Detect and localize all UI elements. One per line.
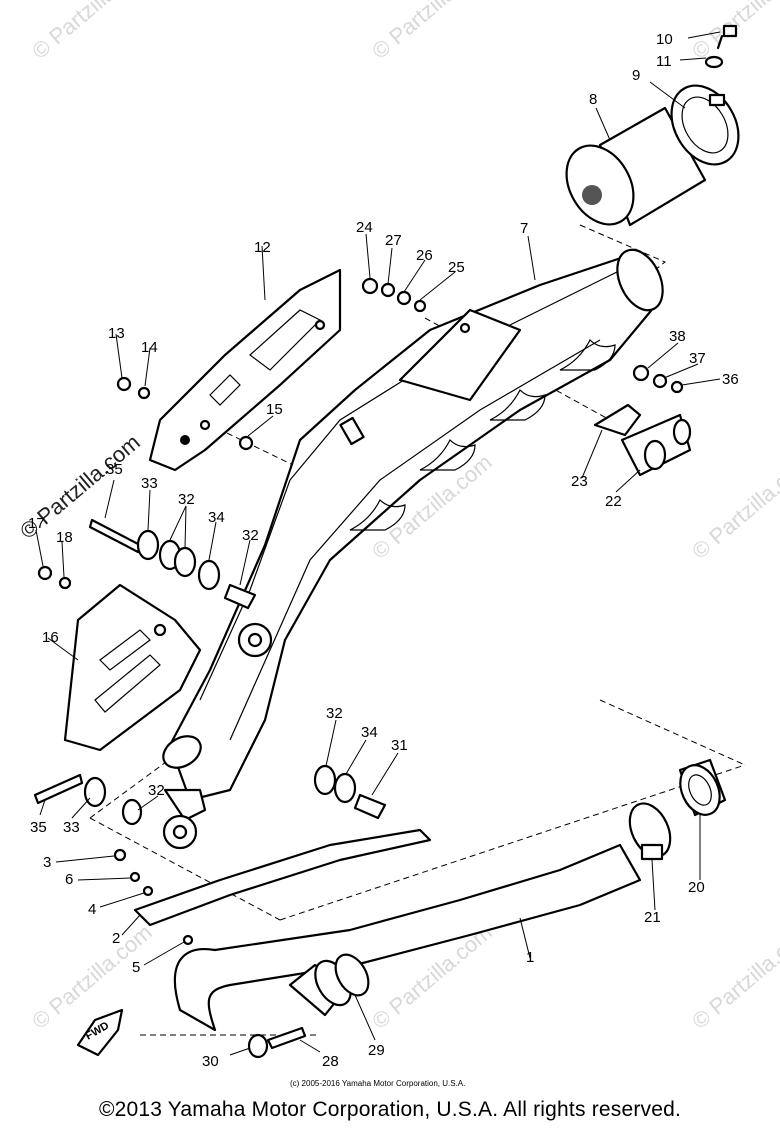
callout-17: 17 bbox=[28, 515, 45, 532]
callout-32: 32 bbox=[326, 705, 343, 722]
callout-31: 31 bbox=[391, 737, 408, 754]
callout-32: 32 bbox=[242, 527, 259, 544]
part-1-exhaust-pipe bbox=[173, 843, 642, 1032]
callout-35: 35 bbox=[106, 461, 123, 478]
watermark: © Partzilla.com bbox=[27, 0, 157, 64]
part-2-lower-heat-shield bbox=[133, 828, 432, 927]
callout-12: 12 bbox=[254, 239, 271, 256]
fasteners bbox=[33, 277, 684, 1059]
callout-25: 25 bbox=[448, 259, 465, 276]
callout-37: 37 bbox=[689, 350, 706, 367]
callout-13: 13 bbox=[108, 325, 125, 342]
callout-29: 29 bbox=[368, 1042, 385, 1059]
callout-11: 11 bbox=[656, 53, 672, 70]
part-10-screw bbox=[716, 24, 738, 50]
callout-14: 14 bbox=[141, 339, 158, 356]
callout-1: 1 bbox=[526, 949, 534, 966]
callout-2: 2 bbox=[112, 930, 120, 947]
callout-7: 7 bbox=[520, 220, 528, 237]
callout-35: 35 bbox=[30, 819, 47, 836]
callout-4: 4 bbox=[88, 901, 96, 918]
part-21-clamp bbox=[628, 802, 672, 861]
copyright-notice: ©2013 Yamaha Motor Corporation, U.S.A. A… bbox=[98, 1098, 682, 1121]
part-11-washer bbox=[704, 55, 724, 69]
callout-34: 34 bbox=[361, 724, 378, 741]
callout-34: 34 bbox=[208, 509, 225, 526]
part-7-muffler bbox=[162, 248, 664, 850]
callout-28: 28 bbox=[322, 1053, 339, 1070]
part-20-gasket bbox=[678, 758, 727, 817]
callout-9: 9 bbox=[632, 67, 640, 84]
callout-33: 33 bbox=[141, 475, 158, 492]
callout-8: 8 bbox=[589, 91, 597, 108]
callout-6: 6 bbox=[65, 871, 73, 888]
watermark: © Partzilla.com bbox=[367, 0, 497, 64]
callout-3: 3 bbox=[43, 854, 51, 871]
callout-15: 15 bbox=[266, 401, 283, 418]
watermark: © Partzilla.com bbox=[27, 919, 157, 1033]
callout-36: 36 bbox=[722, 371, 739, 388]
callout-30: 30 bbox=[202, 1053, 219, 1070]
callout-26: 26 bbox=[416, 247, 433, 264]
watermark: © Partzilla.com bbox=[687, 919, 780, 1033]
callout-33: 33 bbox=[63, 819, 80, 836]
callout-24: 24 bbox=[356, 219, 373, 236]
callout-38: 38 bbox=[669, 328, 686, 345]
forward-arrow-icon: FWD bbox=[76, 1008, 124, 1057]
callout-5: 5 bbox=[132, 959, 140, 976]
callout-22: 22 bbox=[605, 493, 622, 510]
part-22-damper bbox=[620, 413, 692, 477]
leader-lines bbox=[35, 31, 721, 1056]
part-9-end-ring bbox=[670, 84, 740, 166]
small-credit-line: (c) 2005-2016 Yamaha Motor Corporation, … bbox=[290, 1079, 466, 1088]
callout-32: 32 bbox=[148, 782, 165, 799]
callout-32: 32 bbox=[178, 491, 195, 508]
callout-27: 27 bbox=[385, 232, 402, 249]
callout-16: 16 bbox=[42, 629, 59, 646]
part-16-front-heat-shield bbox=[63, 583, 202, 752]
callout-10: 10 bbox=[656, 31, 673, 48]
part-23-bracket bbox=[593, 403, 642, 437]
watermark: © Partzilla.com bbox=[687, 449, 780, 563]
callout-20: 20 bbox=[688, 879, 705, 896]
callout-23: 23 bbox=[571, 473, 588, 490]
callout-labels: 1 2 3 4 5 6 7 8 9 10 11 12 13 14 15 16 1… bbox=[28, 31, 739, 1070]
part-12-upper-heat-shield bbox=[148, 268, 342, 472]
callout-21: 21 bbox=[644, 909, 661, 926]
callout-18: 18 bbox=[56, 529, 73, 546]
